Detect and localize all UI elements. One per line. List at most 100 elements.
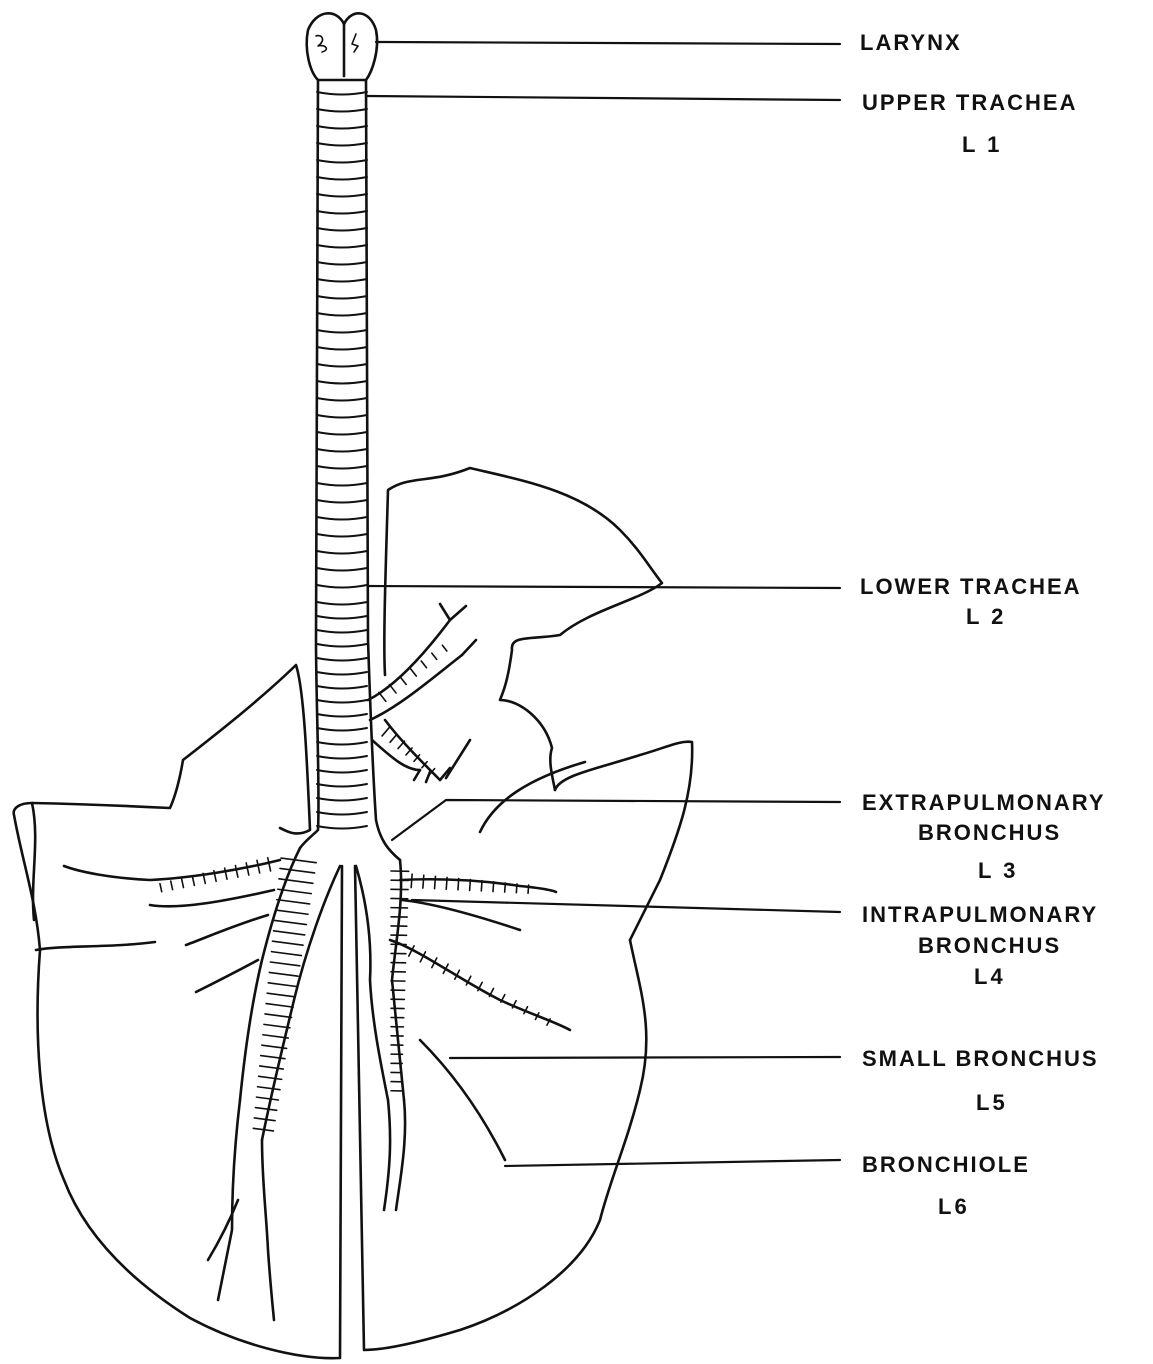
trachea-ring [317,658,367,661]
bronchus-rib [423,875,424,888]
bronchus-rib [260,1066,284,1069]
trachea-ring [317,398,367,401]
trachea-ring [317,262,367,265]
bronchus-rib [281,858,316,863]
label-extrapulmonary-line2: BRONCHUS [918,820,1061,846]
right-lung-middle-lobe [555,742,692,940]
bronchus-rib [421,661,426,668]
bronchus-rib [505,883,506,892]
bronchus-rib [446,877,447,889]
trachea-ring [317,812,367,815]
trachea-ring [317,381,367,384]
bronchus-rib [276,910,308,914]
label-lower-trachea-level: L 2 [966,604,1006,630]
label-bronchiole-level: L6 [938,1194,970,1220]
trachea-right-wall [366,80,400,860]
bronchus-rib [160,884,162,892]
bronchus-rib [254,1118,275,1121]
bronchus-rib [382,727,389,736]
bronchus-rib [435,876,436,888]
label-intrapulmonary-line1: INTRAPULMONARY [862,902,1098,928]
bronchus-rib [280,868,315,873]
bronchus-rib [528,885,529,893]
trachea-ring [317,728,367,731]
trachea-ring [317,770,367,773]
bronchus-rib [275,920,307,924]
bronchus-rib [389,685,396,693]
left-lung-lower-lobe [38,866,342,1358]
bronchus-rib [257,860,260,873]
bronchus-rib [400,677,406,685]
trachea-ring [317,160,367,163]
bronchus-rib [225,868,227,879]
trachea-ring [317,143,367,146]
trachea-ring [317,211,367,214]
leader-extrapulmonary [392,800,840,840]
leader-larynx [376,42,840,44]
bronchus-rib [273,941,304,945]
trachea-ring [317,551,367,554]
bronchus-rib [271,952,301,956]
trachea-ring [317,568,367,571]
bronchus-rib [398,741,404,749]
bronchus-rib [270,962,299,966]
bronchus-rib [264,1024,290,1027]
trachea-ring [317,644,367,647]
trachea-ring [317,92,367,95]
bronchus-rib [274,931,305,935]
trachea-ring [317,313,367,316]
left-lung-fissure [36,942,155,950]
bronchus-rib [470,880,471,891]
bronchus-rib [182,878,184,887]
trachea-ring [317,826,367,829]
trachea-ring [317,784,367,787]
bronchus-rib [411,669,417,676]
label-intrapulmonary-line2: BRONCHUS [918,933,1061,959]
trachea-ring [317,194,367,197]
trachea-ring [317,742,367,745]
bronchus-rib [379,692,386,701]
left-main-bronchus [240,848,300,1100]
trachea-ring [317,483,367,486]
trachea-ring [317,517,367,520]
bronchus-rib [269,972,298,976]
right-lung-fissure [480,762,585,832]
trachea-ring [317,500,367,503]
bronchus-rib [432,653,437,659]
left-lung-inner-notch [32,803,35,920]
trachea-ring [317,449,367,452]
label-small-bronchus: SMALL BRONCHUS [862,1046,1099,1072]
bronchus-rib [411,874,412,887]
trachea-ring [317,672,367,675]
leader-small-bronchus [450,1057,840,1058]
bronchus-rib [268,983,296,987]
trachea-ring [317,432,367,435]
bronchus-rib [277,900,310,904]
bronchus-rib [267,993,295,997]
trachea-ring [317,245,367,248]
trachea-ring [317,177,367,180]
bronchus-rib [458,878,459,889]
trachea-ring [317,109,367,112]
bronchus-rib [256,1097,278,1100]
label-small-bronchus-level: L5 [976,1090,1008,1116]
trachea-left-wall [300,80,319,848]
label-upper-trachea: UPPER TRACHEA [862,90,1077,116]
trachea-ring [317,686,367,689]
trachea-ring [317,700,367,703]
label-lower-trachea: LOWER TRACHEA [860,574,1082,600]
bronchus-rib [259,1076,282,1079]
right-lung-upper-lobe [384,468,662,790]
trachea-ring [317,585,367,588]
trachea-ring [317,602,367,605]
bronchus-rib [246,863,249,875]
bronchus-rib [235,866,238,878]
bronchus-rib [442,645,446,651]
label-extrapulmonary-level: L 3 [978,858,1018,884]
bronchus-rib [265,1014,292,1017]
trachea-ring [317,798,367,801]
trachea-ring [317,330,367,333]
trachea-ring [317,415,367,418]
trachea-ring [317,756,367,759]
